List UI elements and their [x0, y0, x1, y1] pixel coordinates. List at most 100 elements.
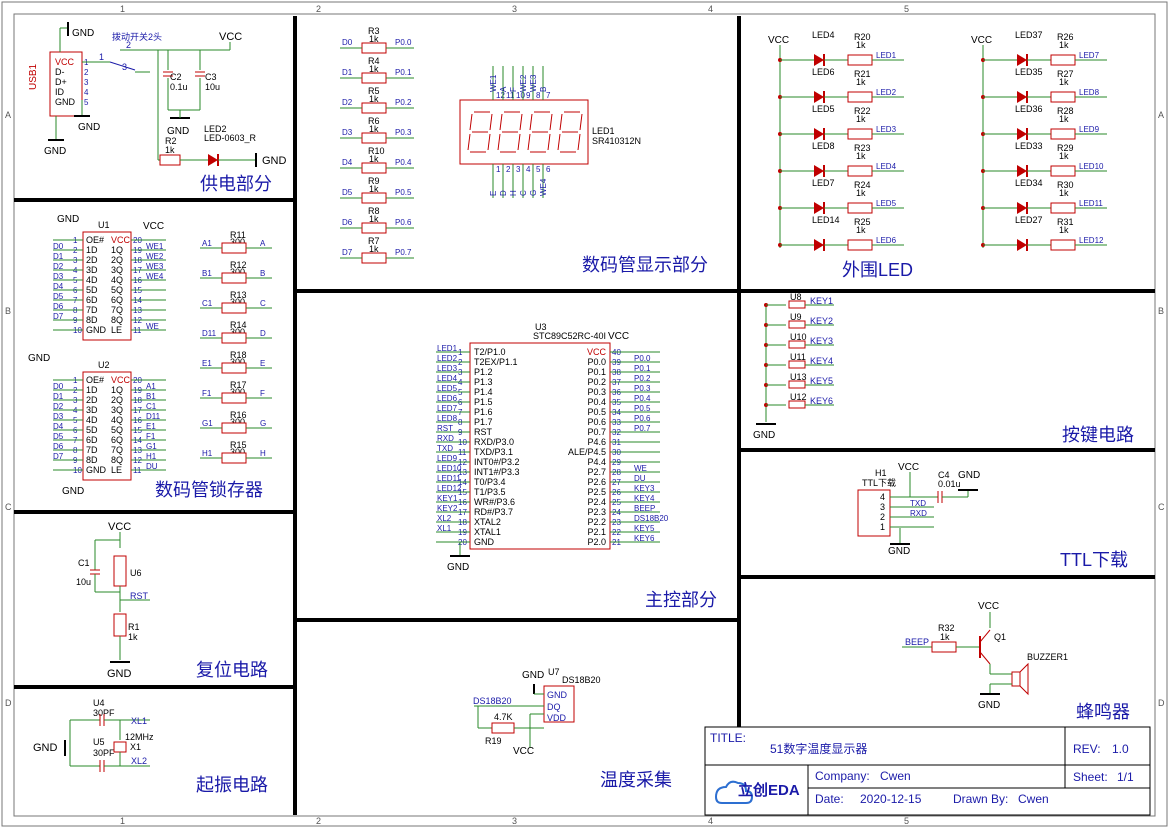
row-marker: B — [1158, 306, 1164, 316]
display-bottom-net: G — [529, 190, 538, 196]
display-res-net-left: D2 — [342, 98, 353, 107]
led-res-ref: R21 — [854, 69, 871, 79]
display-res-ref: R9 — [368, 176, 380, 186]
latch-pin-left: 3D — [86, 405, 98, 415]
latch-pin-left: 5D — [86, 285, 98, 295]
power-vcc: VCC — [219, 31, 242, 43]
latch-net-out: C1 — [146, 402, 157, 411]
led2-value: LED-0603_R — [204, 133, 257, 143]
buzzer-ref: BUZZER1 — [1027, 652, 1068, 662]
temp-gnd: GND — [522, 670, 544, 681]
mcu-pin-left: P1.3 — [474, 377, 493, 387]
display-res-net-left: D5 — [342, 188, 353, 197]
display-top-net: B — [539, 87, 548, 92]
display-res-ref: R7 — [368, 236, 380, 246]
display-res-net-left: D1 — [342, 68, 353, 77]
latch-res-value: 300 — [230, 357, 245, 367]
latch-pin-left: 2D — [86, 255, 98, 265]
mcu-ref: U3 — [535, 322, 547, 332]
led-symbol — [1017, 239, 1027, 251]
display-top-pin: 11 — [506, 91, 515, 100]
usb-ref: USB1 — [28, 63, 39, 90]
latch-res-value: 300 — [230, 387, 245, 397]
latch-resistor — [221, 392, 247, 404]
mcu-circuit: U3STC89C52RC-40IVCCT2/P1.01LED1T2EX/P1.1… — [436, 322, 669, 573]
key-net: KEY2 — [810, 316, 833, 326]
latch-res-ref: R14 — [230, 320, 247, 330]
key-switch — [788, 400, 806, 409]
latch-net-out: H1 — [146, 452, 157, 461]
display-res-value: 1k — [369, 184, 379, 194]
led-symbol — [814, 128, 824, 140]
h1-value: TTL下载 — [862, 477, 896, 488]
led-resistor — [1050, 91, 1076, 103]
latch-pin-right: 1Q — [111, 245, 123, 255]
latch-net-in: D5 — [53, 432, 64, 441]
latch-ref: U2 — [98, 360, 110, 370]
mcu-net-left: LED2 — [437, 354, 458, 363]
keys-section-label: 按键电路 — [1062, 425, 1134, 445]
r19-value: 4.7K — [494, 712, 513, 722]
latch-res-net-right: C — [260, 299, 266, 308]
mcu-net-right: BEEP — [634, 504, 655, 513]
mcu-net-right: DU — [634, 474, 646, 483]
display-top-pin: 10 — [516, 91, 525, 100]
latch-pin-right: 5Q — [111, 285, 123, 295]
mcu-net-left: TXD — [437, 444, 453, 453]
mcu-net-left: XL2 — [437, 514, 452, 523]
led-res-value: 1k — [1059, 77, 1069, 87]
u5-value: 30PF — [93, 748, 115, 758]
key-switch — [788, 300, 806, 309]
latch-net-in: D1 — [53, 392, 64, 401]
row-marker: A — [1158, 110, 1164, 120]
r1-ref: R1 — [128, 622, 140, 632]
display-res-net-left: D4 — [342, 158, 353, 167]
row-marker: B — [5, 306, 11, 316]
display-bottom-pin: 4 — [526, 165, 531, 174]
key-net: KEY6 — [810, 396, 833, 406]
xl2-net: XL2 — [131, 756, 147, 766]
latch-net-in: D3 — [53, 412, 64, 421]
buzzer-section-label: 蜂鸣器 — [1076, 702, 1130, 722]
mcu-pin-right: VCC — [587, 347, 607, 357]
latch-net-out: WE1 — [146, 242, 164, 251]
latch-res-net-right: B — [260, 269, 265, 278]
latch-resistor — [221, 422, 247, 434]
usb-pin-number: 4 — [84, 88, 89, 97]
mcu-pin-right: P0.3 — [587, 387, 606, 397]
temp-circuit: U7 DS18B20 GND DQ VDD GND DS18B20 4.7K R… — [473, 667, 601, 757]
mcu-pin-left: GND — [474, 537, 495, 547]
usb-pin-number: 2 — [84, 68, 89, 77]
latch-pin-right: 4Q — [111, 275, 123, 285]
led-resistor — [1050, 239, 1076, 251]
col-marker: 5 — [904, 4, 909, 14]
latch-pin-right: 2Q — [111, 255, 123, 265]
led-net: LED9 — [1079, 125, 1100, 134]
col-marker: 2 — [316, 816, 321, 826]
digit-segments — [497, 111, 523, 153]
display-res-net-left: D7 — [342, 248, 353, 257]
mcu-pin-left: RXD/P3.0 — [474, 437, 514, 447]
latch-net-in: D6 — [53, 302, 64, 311]
latch-res-net-left: E1 — [202, 359, 212, 368]
led-resistor — [1050, 54, 1076, 66]
ttl-pin-number: 3 — [880, 502, 885, 512]
latch-net-in: D5 — [53, 292, 64, 301]
latch-net-in: D1 — [53, 252, 64, 261]
latch-net-in: D4 — [53, 422, 64, 431]
col-marker: 2 — [316, 4, 321, 14]
led-res-value: 1k — [856, 77, 866, 87]
digit-segments — [527, 111, 553, 153]
display-top-pin: 12 — [496, 91, 505, 100]
latch-pin-right: 2Q — [111, 395, 123, 405]
svg-text:3: 3 — [122, 62, 127, 72]
latch-net-out: D11 — [146, 412, 161, 421]
led-symbol — [1017, 91, 1027, 103]
usb-gnd-mid: GND — [78, 122, 100, 133]
latch-pin-right: 8Q — [111, 315, 123, 325]
latch-le-net: DU — [146, 462, 158, 471]
ttl-section-label: TTL下载 — [1060, 550, 1128, 570]
display-res-value: 1k — [369, 244, 379, 254]
led-res-ref: R28 — [1057, 106, 1074, 116]
usb-pin-label: ID — [55, 87, 65, 97]
